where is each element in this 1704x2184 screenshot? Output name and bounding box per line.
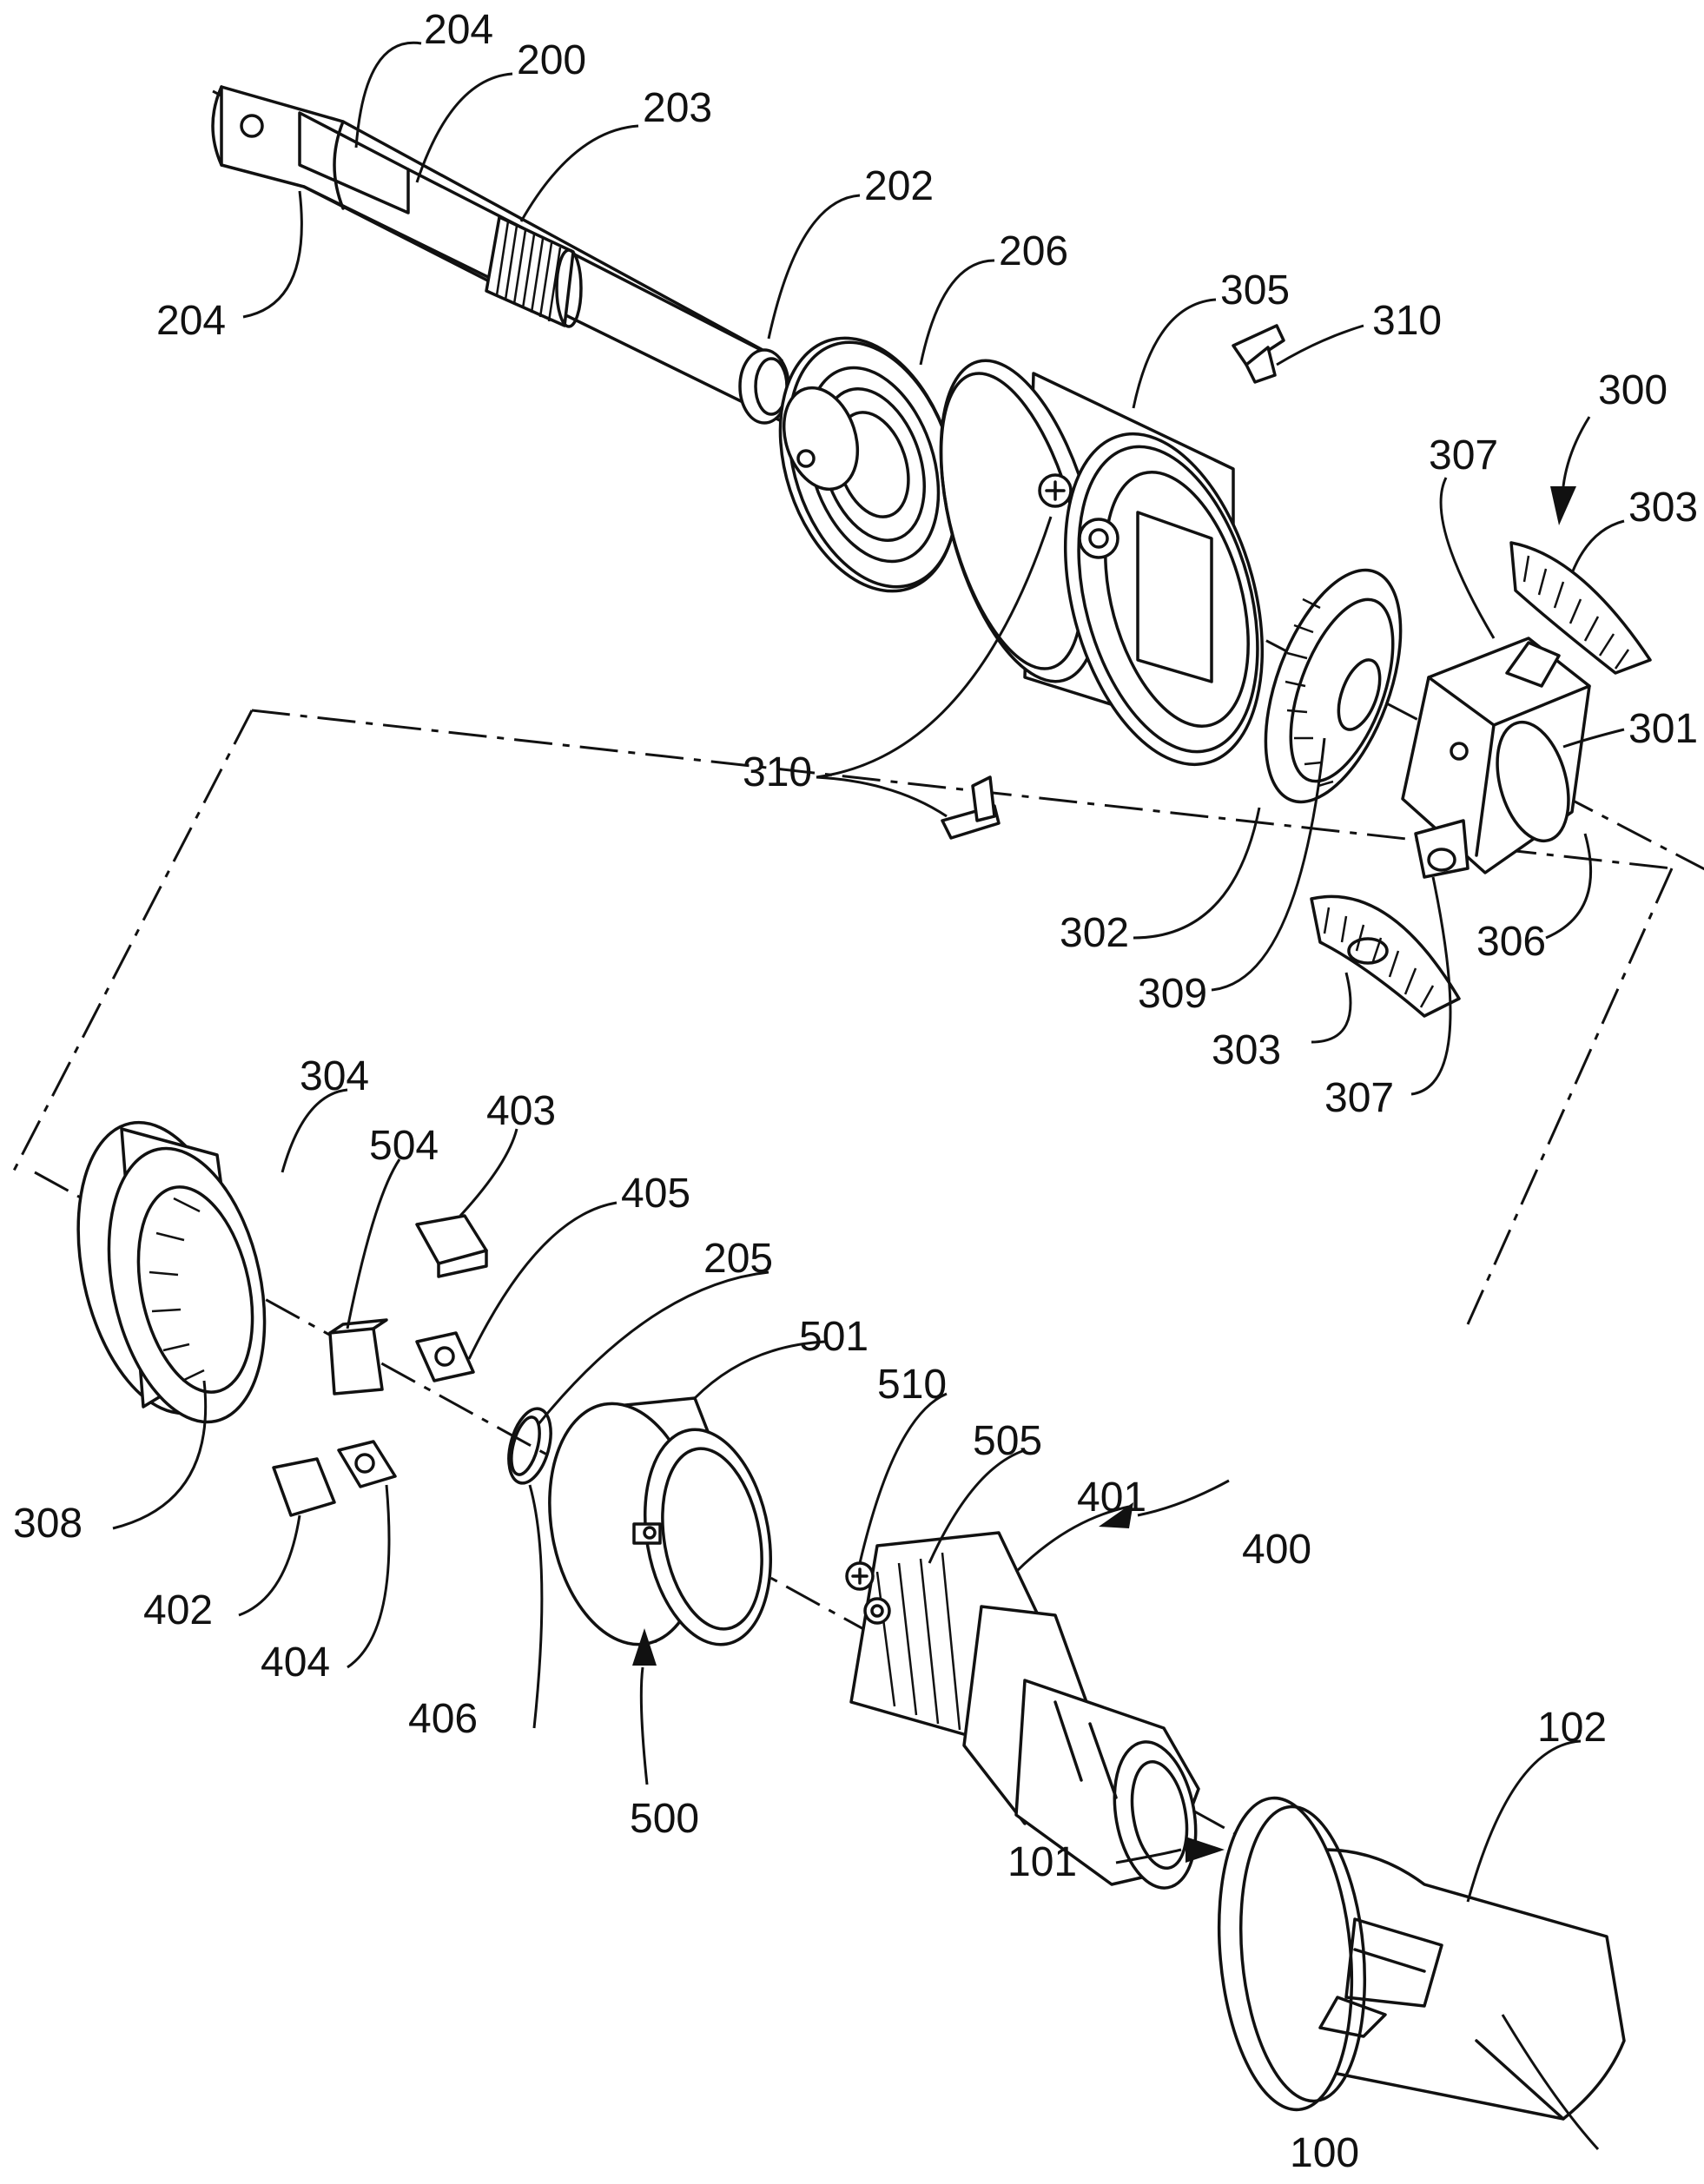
label-309: 309 xyxy=(1138,971,1207,1017)
label-204-bottom: 204 xyxy=(156,298,226,344)
block-403 xyxy=(415,1214,488,1278)
block-402 xyxy=(272,1457,336,1517)
label-304: 304 xyxy=(300,1053,369,1099)
label-305: 305 xyxy=(1220,267,1290,313)
label-306: 306 xyxy=(1476,919,1546,965)
key-404 xyxy=(337,1440,397,1488)
label-100: 100 xyxy=(1290,2130,1359,2176)
label-400: 400 xyxy=(1242,1527,1311,1573)
label-301: 301 xyxy=(1628,706,1698,752)
label-504: 504 xyxy=(369,1123,439,1169)
label-303-top: 303 xyxy=(1628,485,1698,531)
label-307-top: 307 xyxy=(1429,432,1498,478)
snap-ring-406 xyxy=(507,1407,552,1485)
label-402: 402 xyxy=(143,1587,213,1633)
label-203: 203 xyxy=(643,85,712,131)
label-204-top: 204 xyxy=(424,7,493,53)
sleeve-501 xyxy=(548,1396,773,1646)
label-303-bottom: 303 xyxy=(1212,1027,1281,1073)
slider-504 xyxy=(328,1318,388,1396)
housing-305 xyxy=(939,359,1265,767)
label-307-bottom: 307 xyxy=(1324,1075,1394,1121)
label-501: 501 xyxy=(799,1314,869,1360)
arrow-leaders xyxy=(632,416,1591,1864)
bearing-plate-206 xyxy=(778,336,959,593)
ring-gear-304 xyxy=(76,1120,267,1424)
label-406: 406 xyxy=(408,1696,478,1742)
label-405: 405 xyxy=(621,1171,690,1217)
screw-310-top xyxy=(1232,324,1285,384)
label-310-top: 310 xyxy=(1372,298,1442,344)
screw-310-bottom xyxy=(941,775,1001,840)
leader-lines xyxy=(112,41,1625,2151)
label-310-left: 310 xyxy=(743,749,812,795)
label-202: 202 xyxy=(864,163,934,209)
label-308: 308 xyxy=(13,1501,83,1547)
bevel-gear-302 xyxy=(1264,568,1403,804)
key-405 xyxy=(415,1331,475,1382)
diff-carrier-301 xyxy=(1401,637,1591,879)
reference-numerals: 204 200 203 204 202 206 305 310 300 307 … xyxy=(13,7,1698,2176)
label-404: 404 xyxy=(261,1640,330,1686)
label-300: 300 xyxy=(1598,367,1668,413)
label-403: 403 xyxy=(486,1088,556,1134)
label-102: 102 xyxy=(1537,1705,1607,1751)
label-205: 205 xyxy=(703,1236,773,1282)
bevel-gear-303-bottom xyxy=(1310,894,1461,1018)
label-200: 200 xyxy=(517,37,586,83)
label-206: 206 xyxy=(999,228,1068,274)
label-510: 510 xyxy=(877,1362,947,1408)
bevel-gear-303-top xyxy=(1509,541,1652,675)
label-101: 101 xyxy=(1007,1839,1077,1885)
spline-203 xyxy=(485,215,583,328)
label-500: 500 xyxy=(630,1796,699,1842)
groove-202 xyxy=(738,348,790,425)
label-505: 505 xyxy=(973,1418,1042,1464)
label-302: 302 xyxy=(1060,910,1129,956)
label-401: 401 xyxy=(1077,1475,1146,1521)
handle-100 xyxy=(1217,1796,1626,2121)
